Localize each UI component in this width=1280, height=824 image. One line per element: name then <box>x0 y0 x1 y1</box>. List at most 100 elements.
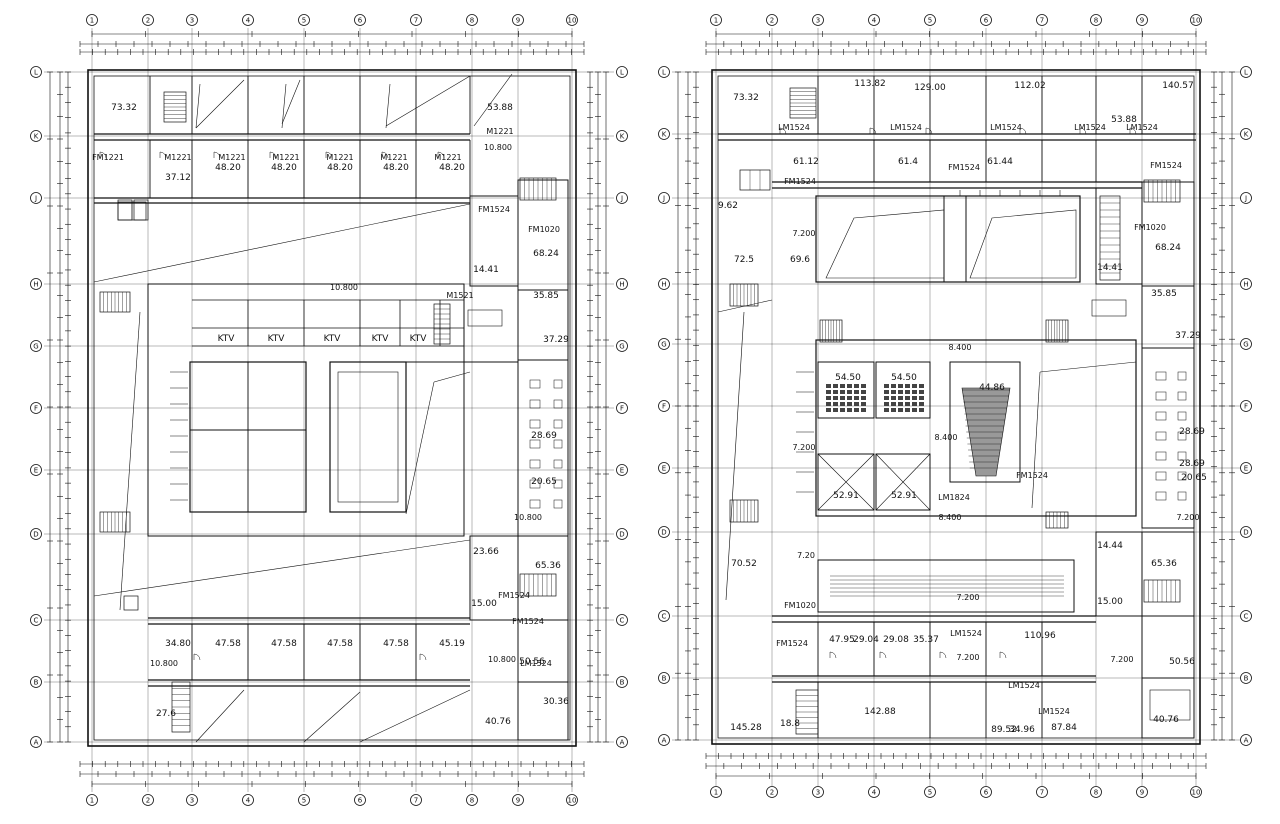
seat <box>898 396 903 400</box>
grid-bubble <box>710 14 722 26</box>
grid-bubble <box>658 400 670 412</box>
level-label: 10.800 <box>514 513 542 522</box>
room-area-label: 20.65 <box>1181 473 1207 483</box>
level-label: 7.200 <box>957 593 980 602</box>
toilet-fixture <box>553 499 563 509</box>
room-area-label: 45.19 <box>439 639 465 649</box>
room-area-label: 14.44 <box>1097 541 1123 551</box>
seat <box>905 390 910 394</box>
door-label: M1521 <box>446 291 473 300</box>
grid-bubble <box>1090 14 1102 26</box>
grid-bubble <box>616 278 628 290</box>
exterior-wall <box>87 69 577 747</box>
toilet-fixture <box>1177 431 1187 441</box>
room-area-label: 30.36 <box>543 697 569 707</box>
seat <box>861 408 866 412</box>
lower-hall <box>817 559 1075 613</box>
room-area-label: 145.28 <box>730 723 762 733</box>
grid-bubble <box>1240 192 1252 204</box>
service-core <box>1141 347 1195 529</box>
toilet-fixture <box>1155 371 1167 381</box>
room-area-label: 129.00 <box>914 83 946 93</box>
room-area-label: 68.24 <box>1155 243 1181 253</box>
slope-line <box>195 689 245 743</box>
service-core <box>517 681 569 741</box>
level-label: 8.400 <box>949 343 972 352</box>
seat <box>847 408 852 412</box>
seat <box>833 396 838 400</box>
door-swing <box>869 127 877 135</box>
door-swing <box>381 151 389 159</box>
seat <box>847 390 852 394</box>
room-area-label: 61.12 <box>793 157 819 167</box>
room-area-label: 34.80 <box>165 639 191 649</box>
grid-bubble <box>466 14 478 26</box>
grid-bubble <box>186 794 198 806</box>
seat <box>847 384 852 388</box>
shaft <box>123 595 139 611</box>
grid-axis-label: J <box>1244 195 1247 203</box>
grid-axis-label: 1 <box>90 17 94 25</box>
seat <box>840 384 845 388</box>
room-area-label: 69.6 <box>790 255 810 265</box>
grid-axis-label: B <box>620 679 625 687</box>
seat <box>919 402 924 406</box>
room-area-label: 73.32 <box>733 93 759 103</box>
grid-bubble <box>1240 278 1252 290</box>
room-area-label: 14.41 <box>1097 263 1123 273</box>
grid-axis-label: G <box>1243 341 1248 349</box>
door-swing <box>829 651 837 659</box>
grid-axis-label: 10 <box>1192 17 1201 25</box>
toilet-fixture <box>553 419 563 429</box>
grid-axis-label: 3 <box>190 17 194 25</box>
seat <box>840 396 845 400</box>
sloped-floor <box>969 209 1077 279</box>
room-area-label: 9.62 <box>718 201 738 211</box>
grid-bubble <box>710 786 722 798</box>
seat <box>840 390 845 394</box>
room-area-label: 65.36 <box>535 561 561 571</box>
grid-bubble <box>30 340 42 352</box>
door-label: M1221 <box>434 153 461 162</box>
ktv-room-label: KTV <box>218 334 236 344</box>
grid-bubble <box>616 130 628 142</box>
grid-axis-label: 8 <box>1094 789 1098 797</box>
grid-bubble <box>1036 786 1048 798</box>
slope-line <box>1031 371 1041 509</box>
door-label: FM1020 <box>528 225 560 234</box>
seat <box>861 390 866 394</box>
grid-bubble <box>658 610 670 622</box>
grid-bubble <box>658 278 670 290</box>
seat <box>919 390 924 394</box>
grid-bubble <box>298 14 310 26</box>
room-area-label: 87.84 <box>1051 723 1077 733</box>
door-label: LM1524 <box>1074 123 1106 132</box>
grid-axis-label: 6 <box>358 797 363 805</box>
room-area-label: 23.66 <box>473 547 499 557</box>
seat <box>861 396 866 400</box>
seat <box>840 408 845 412</box>
grid-bubble <box>658 66 670 78</box>
grid-bubble <box>466 794 478 806</box>
level-label: 7.200 <box>1177 513 1200 522</box>
level-label: 10.800 <box>150 659 178 668</box>
cinema-room <box>875 361 931 419</box>
shaft <box>133 199 149 221</box>
slope-line <box>433 371 471 383</box>
level-label: 8.400 <box>939 513 962 522</box>
door-label: M1221 <box>218 153 245 162</box>
grid-axis-label: 7 <box>414 797 418 805</box>
room-block <box>329 361 407 513</box>
slope-line <box>405 381 435 515</box>
grid-axis-label: G <box>33 343 38 351</box>
seat <box>898 390 903 394</box>
door-label: LM1524 <box>1038 707 1070 716</box>
grid-axis-label: D <box>33 531 38 539</box>
seat <box>912 408 917 412</box>
seat <box>826 396 831 400</box>
door-swing <box>879 651 887 659</box>
seat <box>826 390 831 394</box>
grid-axis-label: 7 <box>1040 17 1044 25</box>
room-area-label: 113.82 <box>854 79 886 89</box>
seat <box>919 408 924 412</box>
